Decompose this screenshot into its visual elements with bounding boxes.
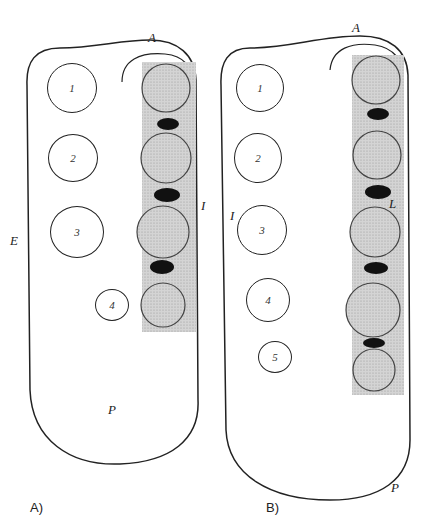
callout-number: 2 [255,152,261,164]
tooth-circle: 2 [234,133,282,183]
callout-number: 5 [272,351,278,363]
tooth-circle: 5 [258,341,292,373]
direction-letter: A [352,20,360,36]
callout-number: 4 [109,299,115,311]
callout-number: 3 [259,224,265,236]
callout-number: 2 [70,152,76,164]
tooth-circle: 1 [47,63,97,113]
tooth-circle: 4 [95,289,129,321]
direction-letter: P [391,480,399,496]
callout-number: 3 [74,226,80,238]
direction-letter: I [201,198,205,214]
tooth-circle: 1 [236,64,284,112]
direction-letter: I [230,208,234,224]
direction-letter: E [10,233,18,249]
direction-letter: P [108,402,116,418]
panel-caption: B) [266,500,279,515]
direction-letter: L [389,196,396,212]
callout-number: 1 [69,82,75,94]
tooth-circle: 3 [50,206,104,258]
tooth-circle: 4 [246,278,290,322]
direction-letter: A [148,30,156,46]
tooth-circle: 3 [237,205,287,255]
callout-number: 1 [257,82,263,94]
callout-number: 4 [265,294,271,306]
tooth-circle: 2 [48,134,98,182]
panel-caption: A) [30,500,43,515]
